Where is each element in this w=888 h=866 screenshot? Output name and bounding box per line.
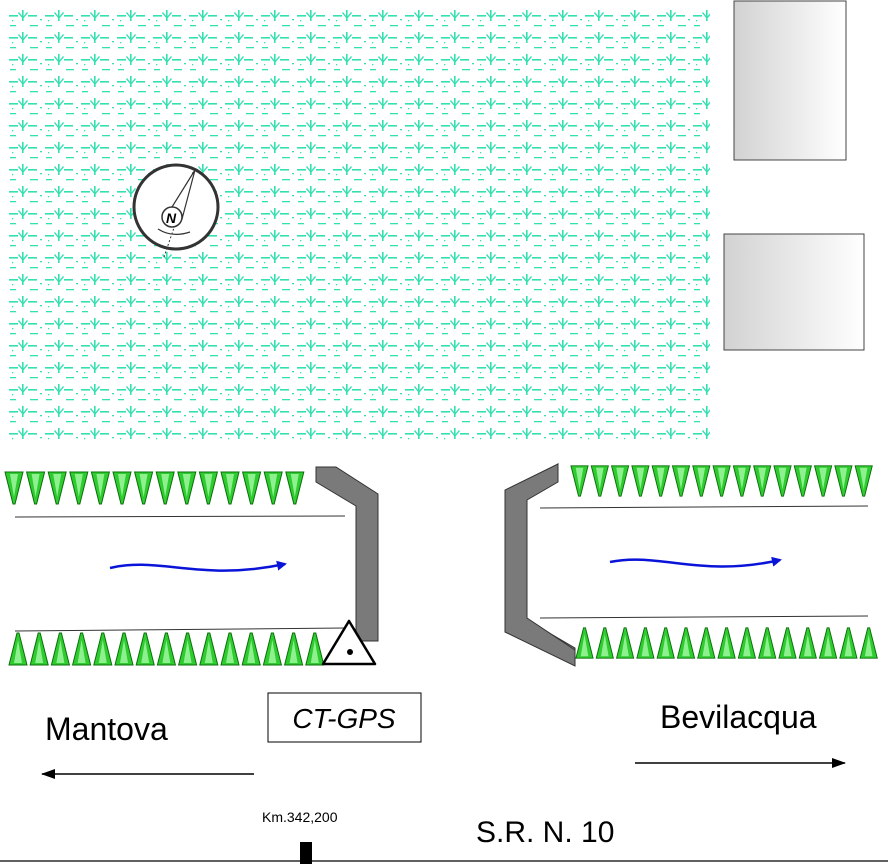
station-label-box [267,692,422,743]
tree-icon [839,627,858,659]
compass-letter: N [166,210,177,226]
tree-icon [198,471,218,505]
road-label: S.R. N. 10 [476,816,614,849]
tree-icon [656,627,675,659]
tree-icon [285,471,305,505]
right-bank-bottom [539,615,869,619]
tree-icon [29,632,49,666]
tree-icon [737,627,757,659]
tree-icon [575,627,594,659]
tree-icon [26,471,46,505]
tree-icon [758,627,777,659]
tree-icon [178,632,198,666]
tree-icon [798,627,817,659]
right-bank-top [539,505,869,509]
tree-icon [778,627,797,659]
tree-icon [90,471,110,505]
km-marker-post [300,842,312,864]
building-1 [733,0,847,161]
tree-icon [773,465,792,497]
tree-icon [590,465,609,497]
tree-icon [854,465,873,497]
building-2 [723,233,865,351]
tree-icon [112,471,132,505]
tree-icon [263,471,283,505]
tree-icon [732,465,751,497]
right-abutment-body [504,463,576,667]
tree-icon [177,471,197,505]
tree-icon [753,465,772,497]
field-area [6,8,710,440]
tree-icon [155,471,175,505]
tree-icon [134,471,154,505]
flow-arrow-left [109,560,287,572]
compass-icon: N [132,163,220,258]
tree-icon [242,471,262,505]
flow-arrow-right [609,556,782,568]
tree-icon [651,465,670,497]
left-city-label: Mantova [45,711,168,747]
tree-icon [859,627,878,659]
tree-icon [4,471,24,505]
km-marker-label: Km.342,200 [262,809,338,825]
tree-icon [305,632,325,666]
tree-icon [697,627,716,659]
tree-icon [671,465,691,497]
tree-icon [241,632,261,666]
gps-marker-icon [321,619,377,666]
left-abutment [315,466,379,642]
tree-icon [72,632,92,666]
tree-icon [8,632,28,666]
tree-icon [135,632,155,666]
station-label: CT-GPS [292,703,396,734]
tree-icon [615,627,635,659]
left-bank-top [14,515,346,518]
tree-icon [262,632,282,666]
tree-icon [692,465,711,497]
tree-icon [50,632,70,666]
tree-icon [631,465,650,497]
tree-icon [114,632,134,666]
tree-icon [570,465,589,497]
tree-icon [636,627,655,659]
tree-icon [199,632,219,666]
left-bank-bottom [14,627,346,632]
tree-icon [156,632,176,666]
tree-icon [814,465,833,497]
tree-icon [793,465,812,497]
tree-icon [611,465,630,497]
tree-icon [220,471,240,505]
tree-icon [93,632,113,666]
tree-icon [220,632,240,666]
tree-icon [712,465,731,497]
tree-icon [284,632,304,666]
right-city-label: Bevilacqua [660,699,817,735]
tree-icon [69,471,89,505]
tree-icon [595,627,614,659]
tree-icon [47,471,67,505]
tree-icon [818,627,838,659]
tree-icon [717,627,736,659]
tree-icon [834,465,853,497]
tree-icon [676,627,696,659]
